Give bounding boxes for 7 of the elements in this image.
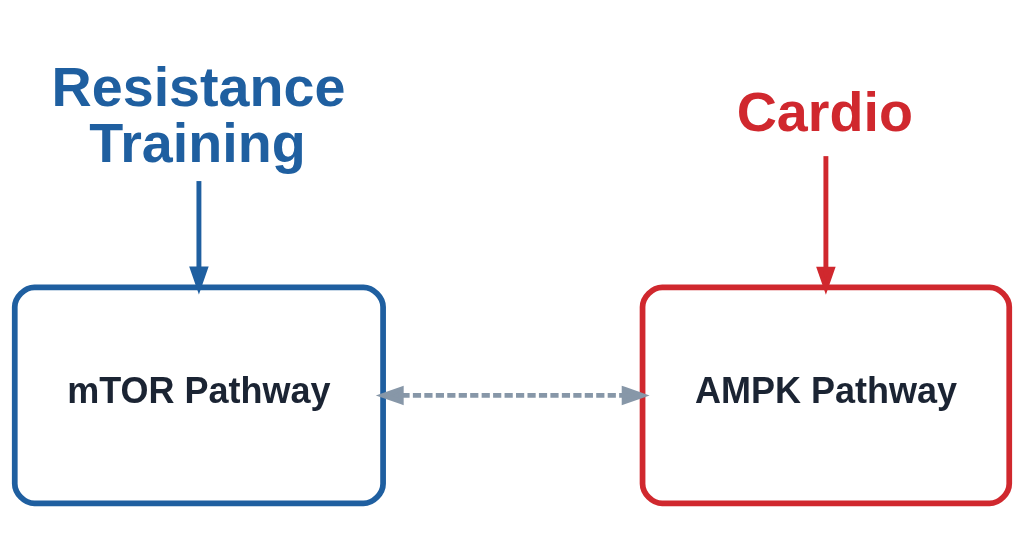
node-text: Cardio bbox=[736, 80, 913, 143]
node-box: AMPK Pathway bbox=[639, 284, 1013, 506]
node-text: Resistance Training bbox=[51, 55, 346, 174]
arrow bbox=[816, 155, 836, 295]
node-box: mTOR Pathway bbox=[11, 284, 386, 506]
arrow bbox=[189, 180, 209, 294]
arrow bbox=[375, 385, 650, 405]
